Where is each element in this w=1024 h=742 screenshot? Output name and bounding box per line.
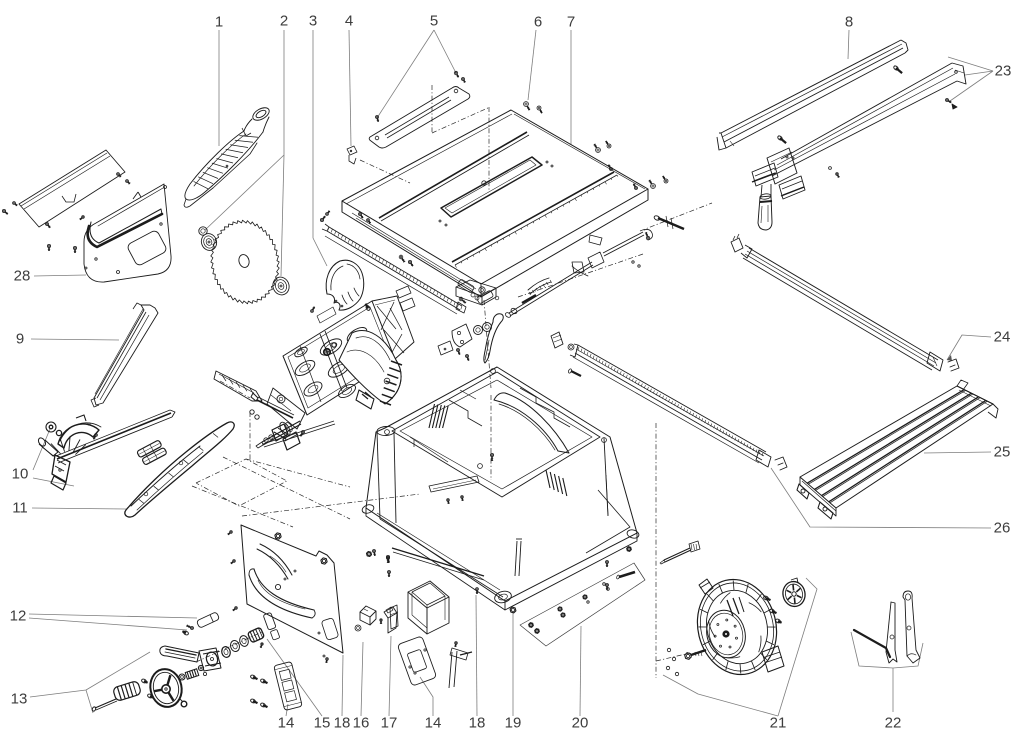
svg-text:9: 9 [16,331,24,348]
svg-text:4: 4 [345,13,353,30]
svg-text:20: 20 [572,715,589,732]
svg-text:13: 13 [11,691,28,708]
svg-text:21: 21 [770,715,787,732]
svg-text:15: 15 [314,715,331,732]
svg-text:3: 3 [309,13,317,30]
svg-text:11: 11 [12,500,28,517]
svg-text:2: 2 [280,13,288,30]
svg-text:7: 7 [567,14,575,31]
svg-text:17: 17 [381,715,398,732]
svg-text:14: 14 [278,715,295,732]
svg-text:28: 28 [14,268,31,285]
svg-text:10: 10 [12,466,29,483]
svg-text:14: 14 [425,715,442,732]
svg-text:8: 8 [845,14,853,31]
svg-text:1: 1 [215,14,223,31]
svg-text:26: 26 [994,520,1011,537]
svg-text:18: 18 [334,715,351,732]
svg-text:18: 18 [469,715,486,732]
svg-text:5: 5 [430,13,438,30]
svg-text:25: 25 [994,444,1011,461]
svg-text:22: 22 [885,715,902,732]
svg-text:6: 6 [534,14,542,31]
svg-text:12: 12 [10,608,27,625]
svg-text:16: 16 [353,715,370,732]
svg-text:24: 24 [994,329,1011,346]
svg-text:23: 23 [995,63,1012,80]
svg-text:19: 19 [505,715,522,732]
